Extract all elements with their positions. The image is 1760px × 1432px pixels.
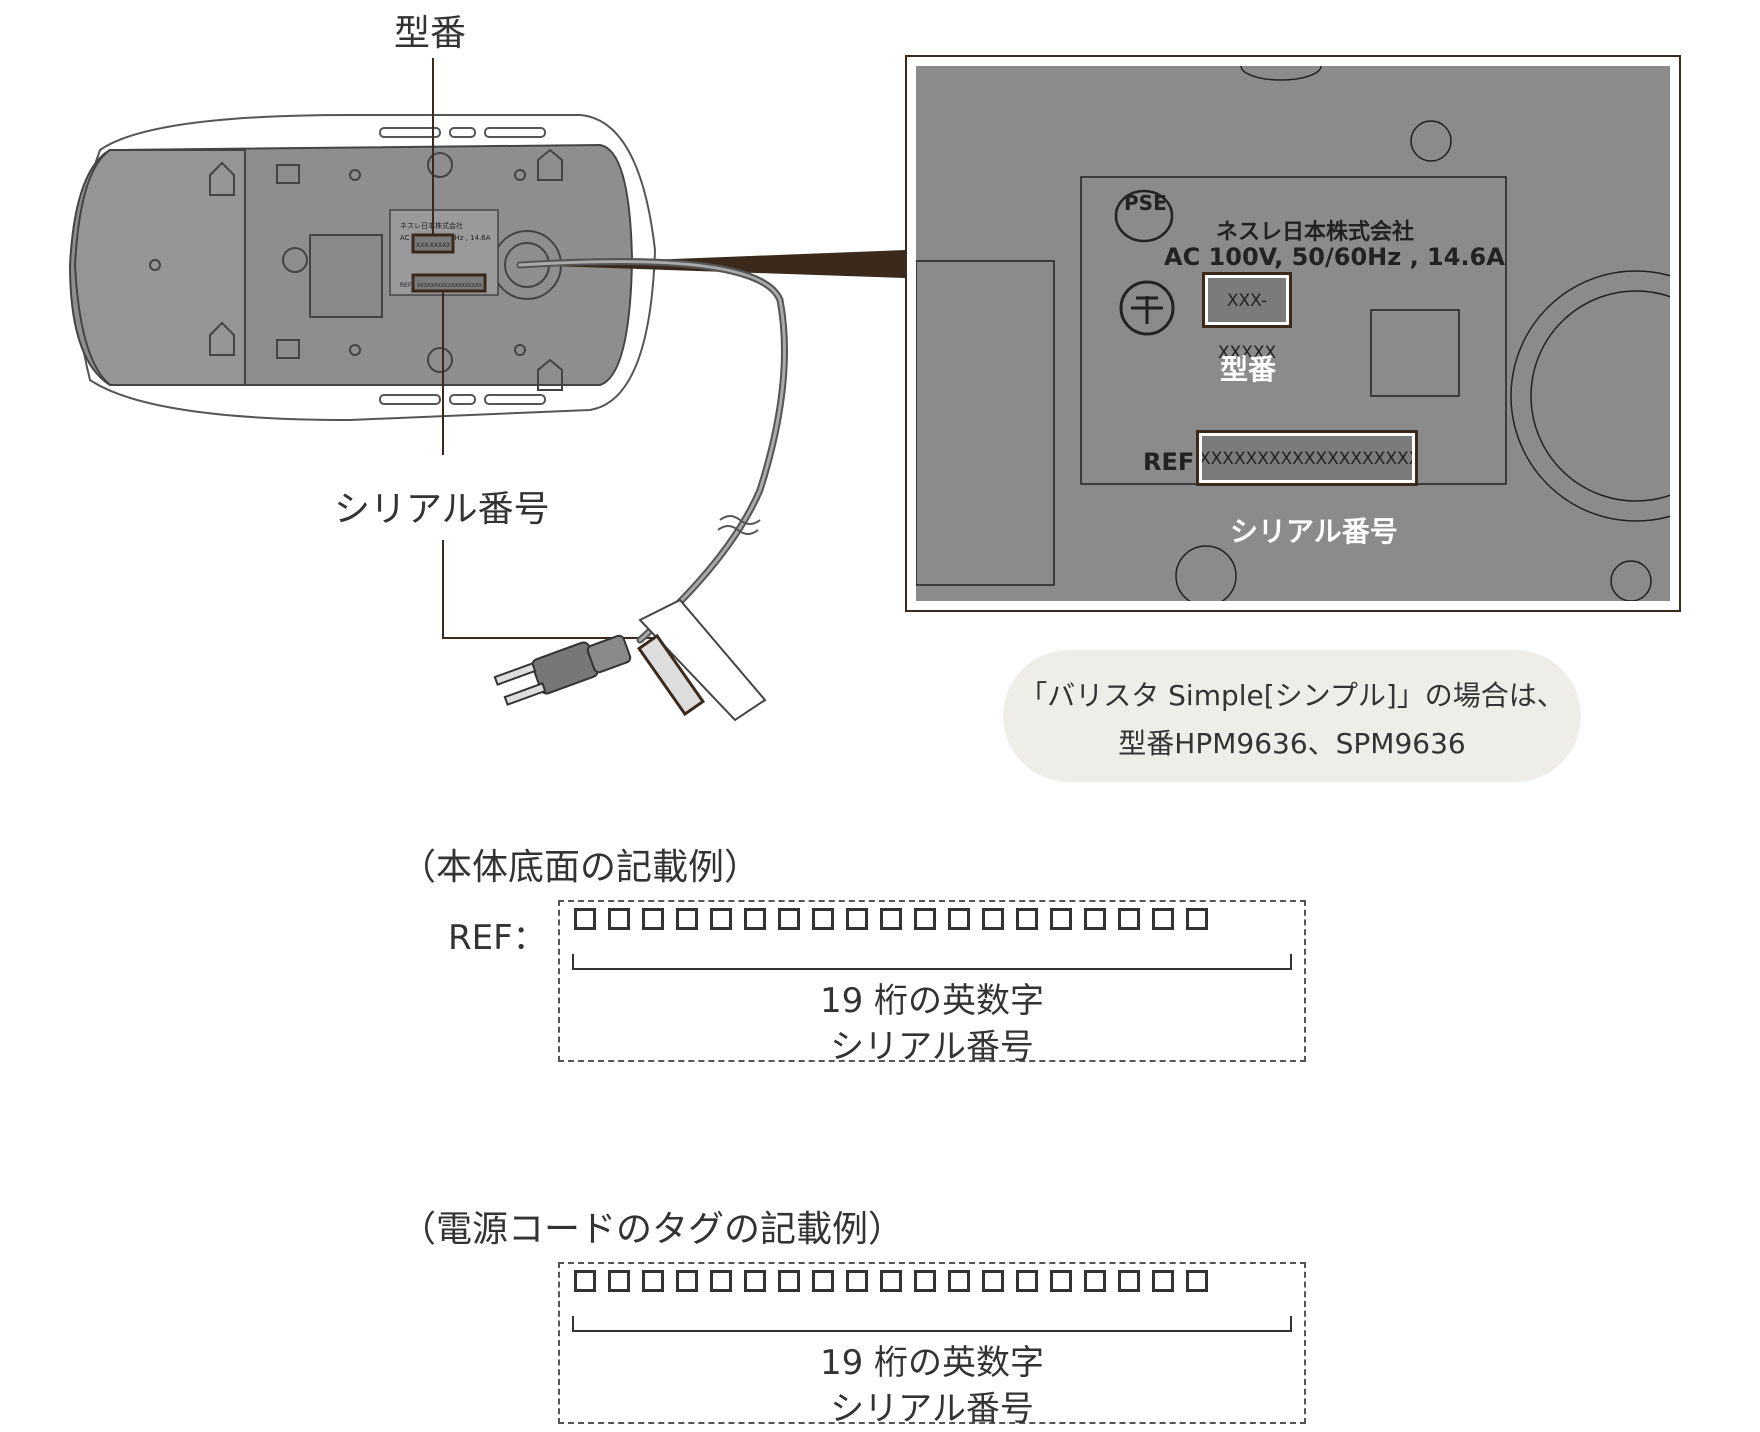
- body-serial-format-box: 19 桁の英数字 シリアル番号: [558, 900, 1306, 1067]
- serial-number-callout: シリアル番号: [334, 489, 550, 530]
- zoom-serial-caption: シリアル番号: [1230, 515, 1398, 548]
- body-digit-bracket: [572, 954, 1292, 970]
- body-digit-box: [812, 908, 834, 930]
- label-zoom-panel: PSE ネスレ日本株式会社 AC 100V, 50/60Hz , 14.6A X…: [905, 55, 1681, 612]
- cord-digit-box: [812, 1270, 834, 1292]
- body-digit-box: [1186, 908, 1208, 930]
- body-digit-box: [846, 908, 868, 930]
- device-label-brand: ネスレ日本株式会社: [400, 221, 463, 230]
- body-digits-label: 19 桁の英数字: [819, 981, 1045, 1021]
- cord-digit-box: [846, 1270, 868, 1292]
- zoom-ref-prefix: REF: [1143, 448, 1195, 476]
- cord-digit-box: [744, 1270, 766, 1292]
- body-digit-box: [1152, 908, 1174, 930]
- zoom-rating-text: AC 100V, 50/60Hz , 14.6A: [1164, 243, 1505, 271]
- cord-serial-label: シリアル番号: [830, 1389, 1034, 1429]
- body-digit-box: [744, 908, 766, 930]
- body-digit-box: [914, 908, 936, 930]
- cord-digit-box: [778, 1270, 800, 1292]
- cord-digit-box: [914, 1270, 936, 1292]
- body-digit-box: [608, 908, 630, 930]
- body-digit-boxes: [574, 908, 1208, 930]
- machine-bottom-illustration: ネスレ日本株式会社 AC 100V, 50/60Hz , 14.6A XXX-X…: [68, 58, 905, 722]
- device-label-model: XXX-XXXXX: [416, 242, 450, 249]
- body-ref-label: REF：: [448, 918, 547, 958]
- cord-serial-format-box: 19 桁の英数字 シリアル番号: [558, 1262, 1306, 1429]
- cord-digit-box: [1186, 1270, 1208, 1292]
- body-digit-box: [948, 908, 970, 930]
- pse-mark: PSE: [1124, 191, 1167, 215]
- cord-digit-box: [1050, 1270, 1072, 1292]
- zoom-brand-text: ネスレ日本株式会社: [1216, 220, 1415, 245]
- cord-digit-box: [1152, 1270, 1174, 1292]
- cord-digit-box: [1016, 1270, 1038, 1292]
- body-digit-box: [982, 908, 1004, 930]
- cord-digit-box: [1118, 1270, 1140, 1292]
- cord-example-title: （電源コードのタグの記載例）: [400, 1209, 905, 1250]
- body-digit-box: [1016, 908, 1038, 930]
- cord-digit-box: [1084, 1270, 1106, 1292]
- zoom-serial-code-box: XXXXXXXXXXXXXXXXXXX: [1196, 430, 1418, 486]
- body-digit-box: [642, 908, 664, 930]
- cord-digits-label: 19 桁の英数字: [819, 1343, 1045, 1383]
- simple-model-note: 「バリスタ Simple[シンプル]」の場合は、 型番HPM9636、SPM96…: [1003, 650, 1581, 782]
- cord-digit-bracket: [572, 1316, 1292, 1332]
- note-line-1: 「バリスタ Simple[シンプル]」の場合は、: [1019, 679, 1565, 712]
- body-digit-box: [676, 908, 698, 930]
- label-zoom-inner: PSE ネスレ日本株式会社 AC 100V, 50/60Hz , 14.6A X…: [916, 66, 1670, 601]
- body-digit-box: [574, 908, 596, 930]
- body-example-title: （本体底面の記載例）: [400, 847, 761, 888]
- cord-digit-box: [710, 1270, 732, 1292]
- body-digit-box: [880, 908, 902, 930]
- cord-digit-box: [574, 1270, 596, 1292]
- zoom-model-code-box: XXX-XXXXX: [1202, 272, 1292, 363]
- body-digit-box: [710, 908, 732, 930]
- body-digit-box: [1118, 908, 1140, 930]
- cord-digit-box: [982, 1270, 1004, 1292]
- body-digit-box: [778, 908, 800, 930]
- zoom-model-caption: 型番: [1220, 353, 1277, 386]
- note-line-2: 型番HPM9636、SPM9636: [1118, 727, 1466, 760]
- cord-digit-box: [608, 1270, 630, 1292]
- device-label-serial: XXXXXXXXXXXXXXXXXXX: [417, 283, 483, 289]
- cord-digit-box: [676, 1270, 698, 1292]
- model-number-callout: 型番: [394, 13, 467, 54]
- cord-digit-box: [948, 1270, 970, 1292]
- cord-digit-boxes: [574, 1270, 1208, 1292]
- body-digit-box: [1084, 908, 1106, 930]
- cord-digit-box: [642, 1270, 664, 1292]
- body-digit-box: [1050, 908, 1072, 930]
- cord-digit-box: [880, 1270, 902, 1292]
- device-label-ref: REF: [400, 282, 412, 289]
- body-serial-label: シリアル番号: [830, 1027, 1034, 1067]
